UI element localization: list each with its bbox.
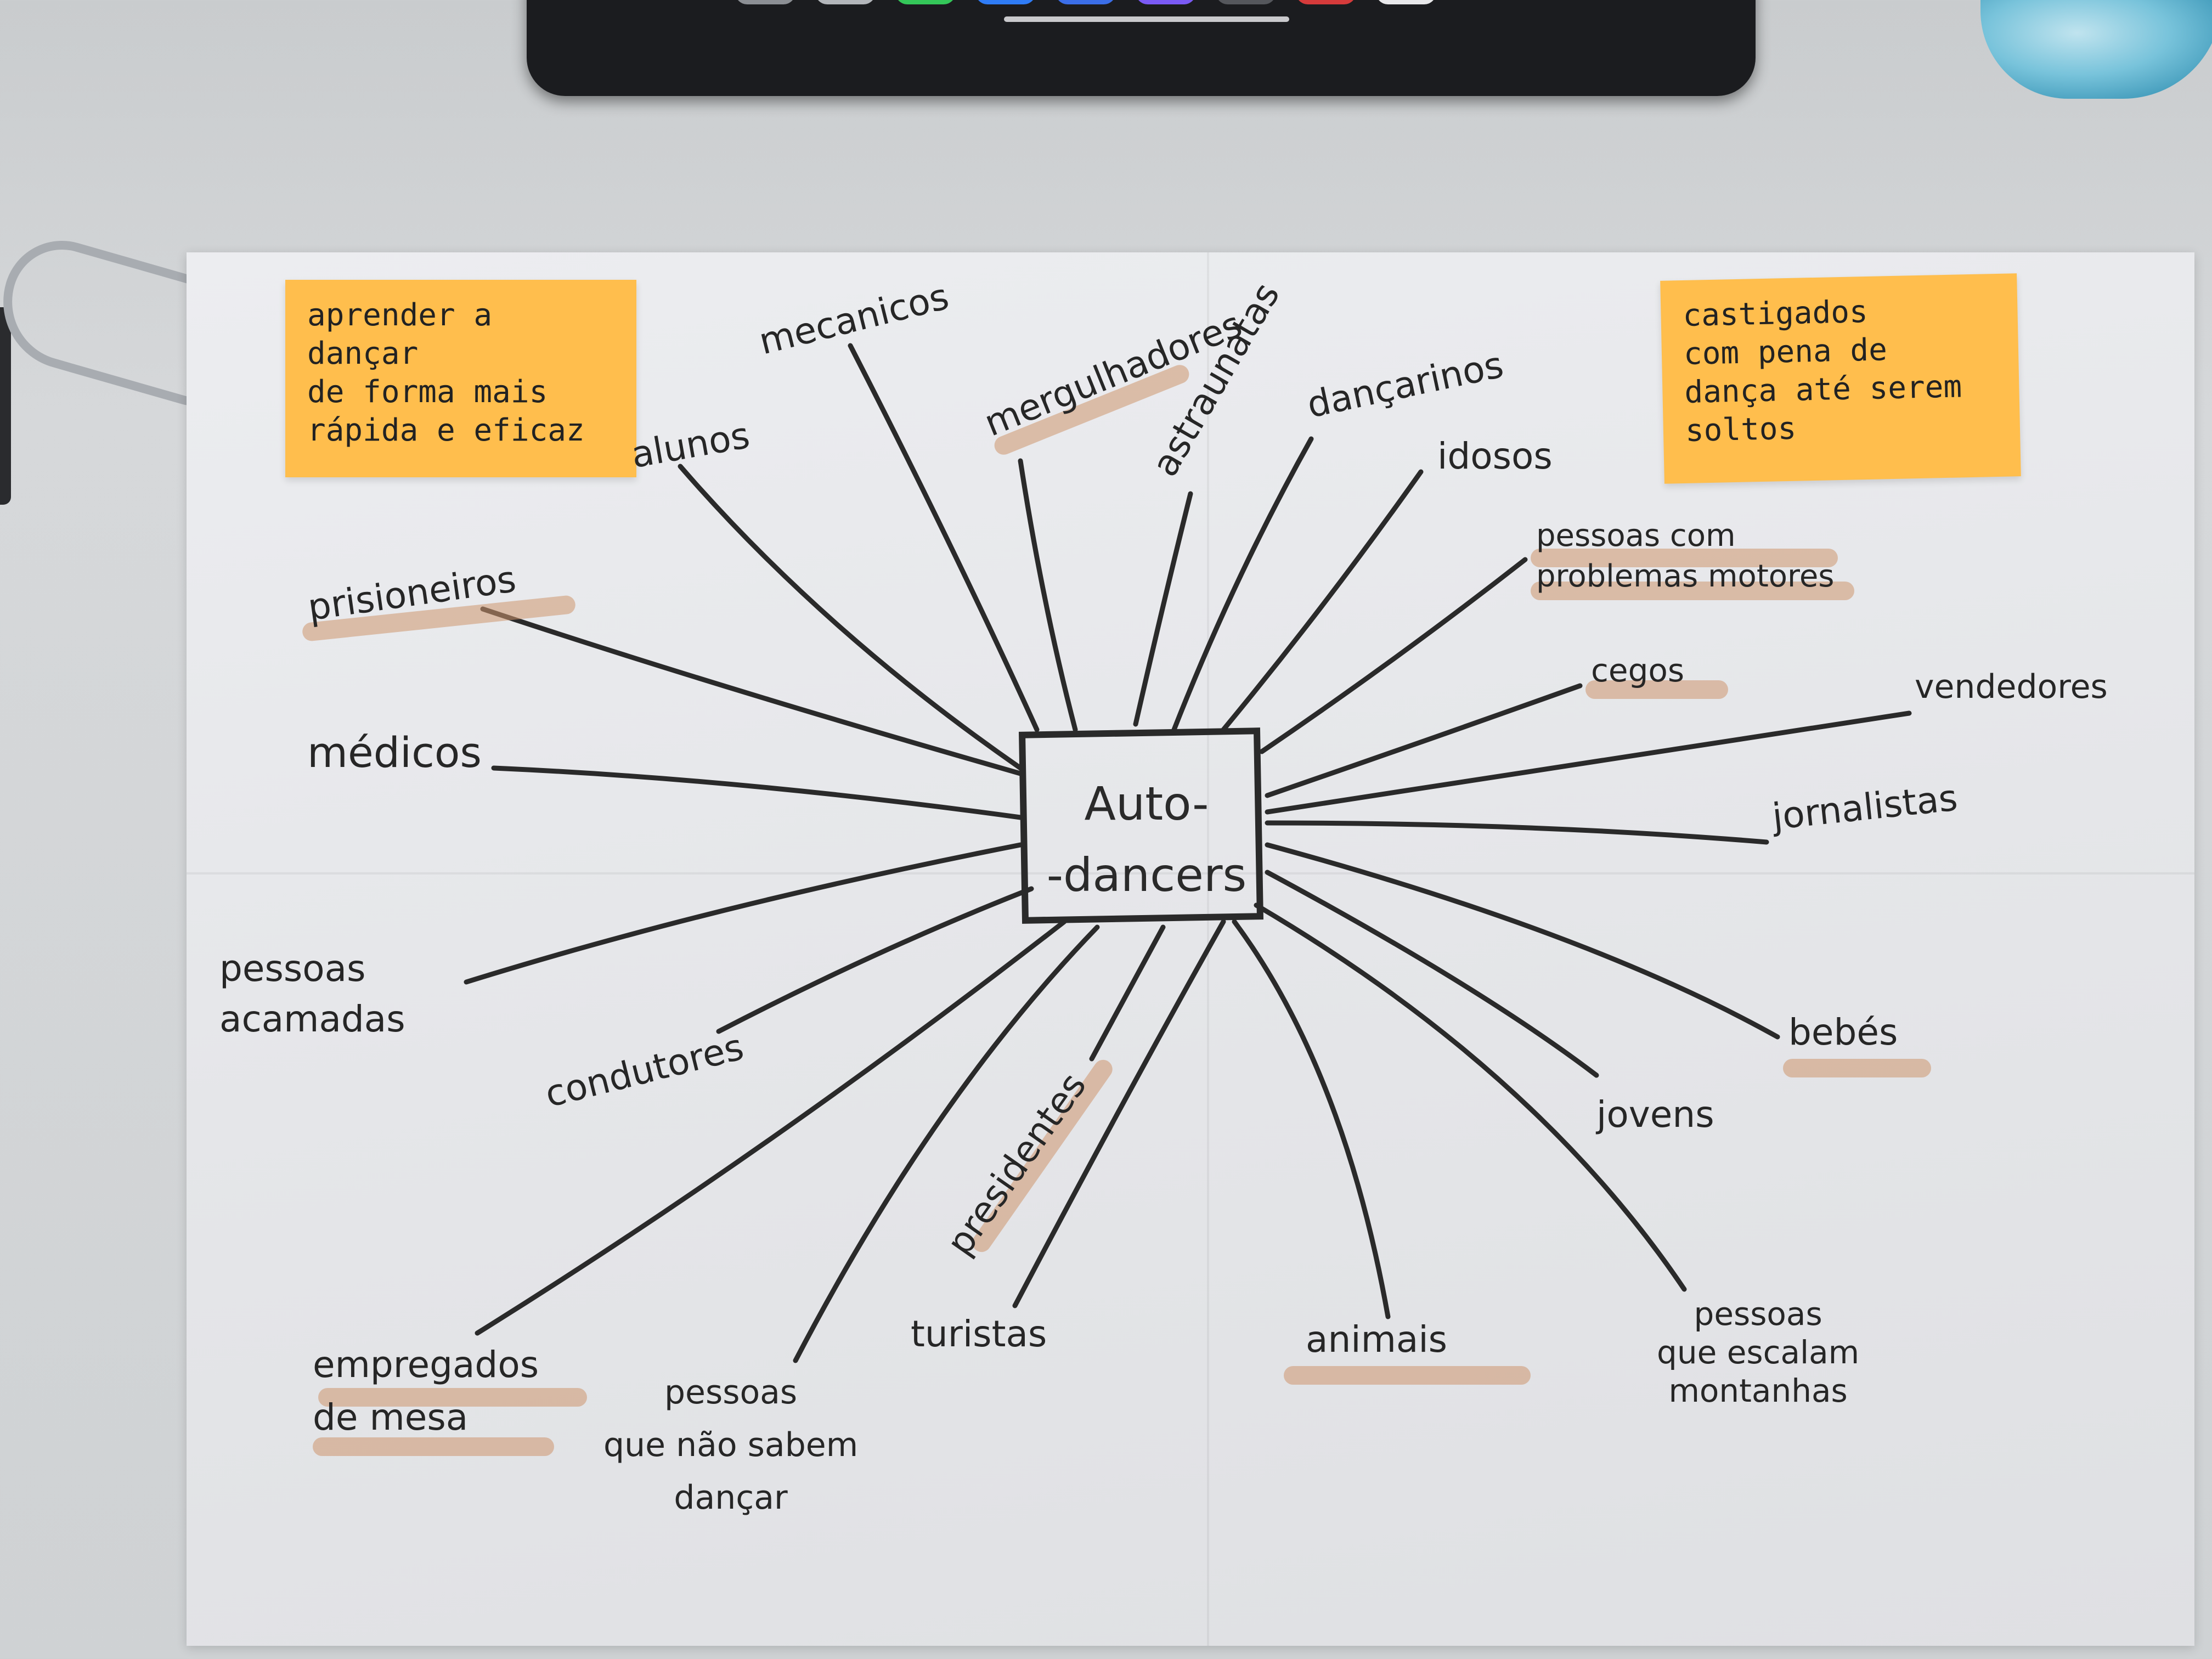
app-icon	[1296, 0, 1356, 4]
water-bottle	[1980, 0, 2212, 99]
connector-line	[480, 606, 1023, 776]
connector-line	[1265, 683, 1583, 798]
dark-object	[0, 307, 11, 505]
label-bebes: bebés	[1788, 1011, 1898, 1053]
connector-line	[1232, 919, 1391, 1319]
central-node-label: Auto- -dancers	[1046, 777, 1247, 902]
connector-line	[1254, 902, 1687, 1292]
highlight-mark	[1585, 680, 1728, 699]
label-jovens: jovens	[1596, 1093, 1714, 1136]
label-pessoas-motores: pessoas com problemas motores	[1536, 518, 1835, 594]
sticky-note-goal: aprender a dançar de forma mais rápida e…	[285, 280, 636, 477]
connector-line	[1265, 710, 1912, 815]
label-turistas: turistas	[911, 1313, 1047, 1355]
label-idosos: idosos	[1437, 435, 1553, 477]
connector-line	[475, 919, 1067, 1336]
connector-line	[678, 464, 1023, 771]
label-pessoas-dancar: pessoas que não sabem dançar	[603, 1373, 859, 1517]
connector-line	[793, 924, 1100, 1363]
label-cegos: cegos	[1591, 652, 1685, 689]
connector-line	[1012, 919, 1226, 1308]
label-empregados: empregados de mesa	[313, 1344, 539, 1438]
label-medicos: médicos	[307, 728, 482, 777]
connector-line	[848, 343, 1040, 732]
label-vendedores: vendedores	[1915, 668, 2108, 706]
app-icon	[735, 0, 795, 4]
connector-line	[1089, 924, 1166, 1062]
connector-line	[1133, 491, 1193, 727]
app-icon	[815, 0, 876, 4]
connector-line	[1265, 820, 1769, 845]
connector-line	[1221, 469, 1424, 732]
connector-line	[1171, 436, 1314, 732]
paper-sheet	[187, 252, 2194, 1646]
tablet-dock	[735, 0, 1436, 4]
connector-line	[716, 886, 1034, 1034]
highlight-mark	[1783, 1059, 1931, 1077]
label-pessoas-montanhas: pessoas que escalam montanhas	[1657, 1295, 1860, 1409]
app-icon	[1136, 0, 1196, 4]
app-icon	[1216, 0, 1276, 4]
label-pessoas-acamadas: pessoas acamadas	[219, 947, 405, 1040]
tablet-device	[527, 0, 1756, 96]
app-icon	[1056, 0, 1116, 4]
connector-line	[464, 842, 1023, 985]
connector-line	[1265, 870, 1599, 1078]
sticky-note-punishment: castigados com pena de dança até serem s…	[1660, 273, 2021, 484]
connector-line	[1259, 557, 1528, 754]
highlight-mark	[313, 1437, 554, 1456]
sticky-note-text: aprender a dançar de forma mais rápida e…	[307, 297, 585, 448]
sticky-note-text: castigados com pena de dança até serem s…	[1682, 294, 1962, 449]
home-indicator	[1004, 16, 1289, 22]
app-icon	[975, 0, 1036, 4]
connector-line	[1018, 458, 1078, 732]
paper-fold	[187, 872, 2194, 874]
connector-line	[491, 765, 1023, 820]
highlight-mark	[1531, 582, 1854, 600]
app-icon	[895, 0, 956, 4]
highlight-mark	[1531, 549, 1838, 567]
label-animais: animais	[1306, 1318, 1448, 1361]
highlight-mark	[318, 1388, 587, 1407]
highlight-mark	[1284, 1366, 1531, 1385]
app-icon	[1376, 0, 1436, 4]
connector-line	[1265, 842, 1780, 1040]
